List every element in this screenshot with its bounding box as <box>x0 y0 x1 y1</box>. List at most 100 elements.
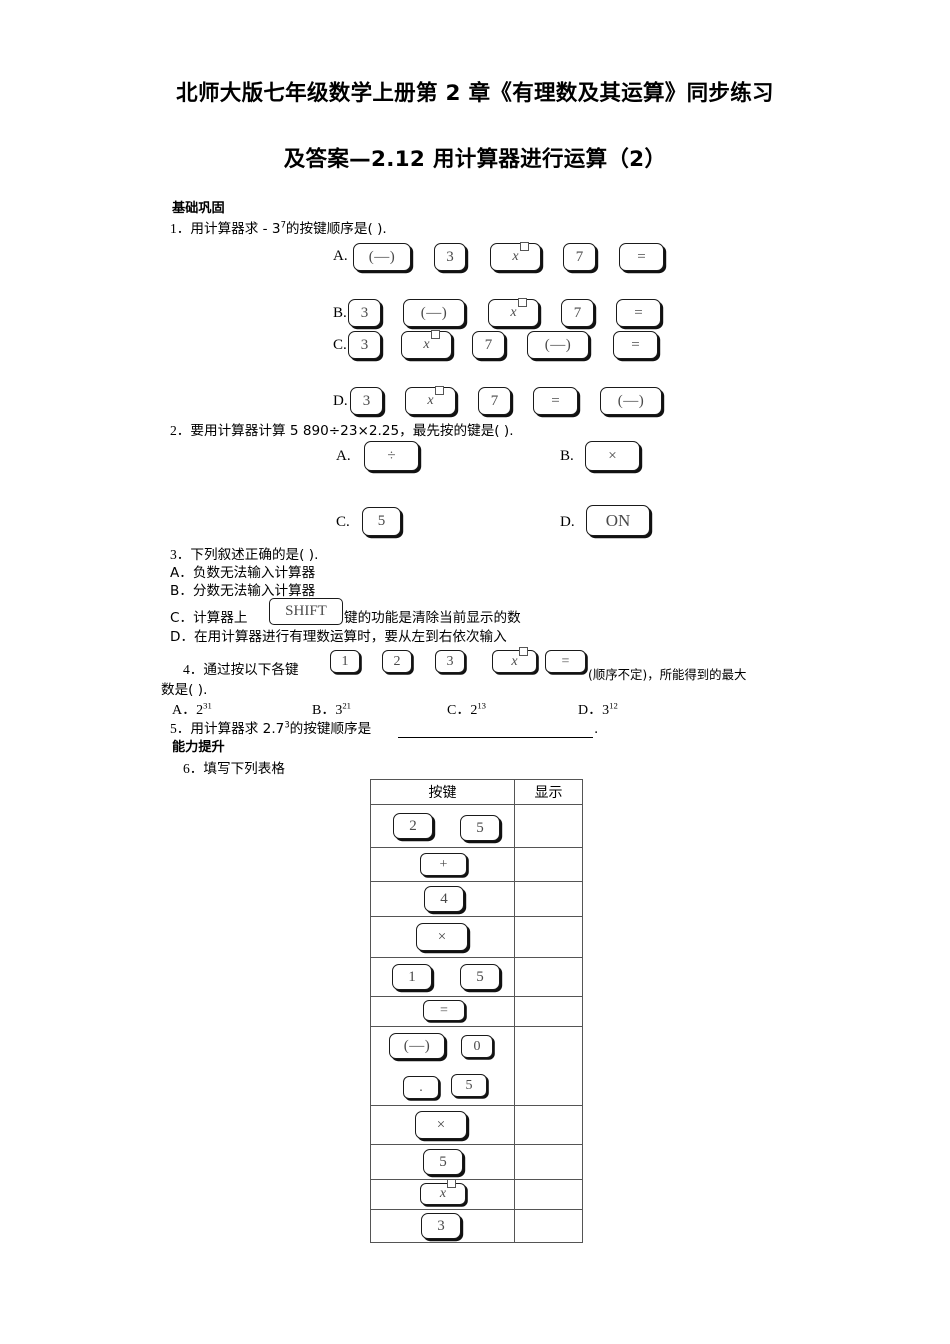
question-3-number: 3． <box>170 547 191 562</box>
key-plus[interactable]: + <box>420 853 467 876</box>
section-heading-ability: 能力提升 <box>172 740 225 755</box>
key-equals[interactable]: = <box>533 387 578 415</box>
key-power[interactable]: x <box>405 386 456 415</box>
table-cell-display[interactable] <box>514 1179 583 1210</box>
question-3-stem: 3．下列叙述正确的是( ). <box>170 547 319 563</box>
question-5-stem-sup: 3 <box>284 719 290 730</box>
question-1-option-c-letter: C. <box>333 337 347 353</box>
table-cell-keys: 3 <box>370 1209 515 1243</box>
key-4[interactable]: 4 <box>424 886 464 912</box>
table-cell-keys: (—) 0 . 5 <box>370 1026 515 1106</box>
question-4-option-a-base: 2 <box>196 703 204 718</box>
key-7[interactable]: 7 <box>478 387 511 415</box>
table-cell-keys: × <box>370 1105 515 1145</box>
table-row: (—) 0 . 5 <box>370 1026 583 1106</box>
key-3[interactable]: 3 <box>421 1213 461 1239</box>
key-multiply[interactable]: × <box>416 923 468 951</box>
question-4-option-d-exp: 12 <box>609 700 618 711</box>
table-cell-display[interactable] <box>514 916 583 958</box>
question-4-option-a: A．231 <box>172 701 212 719</box>
key-3[interactable]: 3 <box>348 299 381 327</box>
key-1[interactable]: 1 <box>330 650 360 673</box>
question-1-number: 1． <box>170 221 191 236</box>
question-5-number: 5． <box>170 721 191 736</box>
key-5[interactable]: 5 <box>423 1149 463 1175</box>
key-7[interactable]: 7 <box>563 243 596 271</box>
key-power[interactable]: x <box>490 242 541 271</box>
key-negate[interactable]: (—) <box>389 1033 445 1059</box>
table-cell-keys: 5 <box>370 1144 515 1180</box>
key-0[interactable]: 0 <box>461 1035 493 1058</box>
page-title-line1: 北师大版七年级数学上册第 2 章《有理数及其运算》同步练习 <box>176 81 774 106</box>
table-cell-display[interactable] <box>514 1026 583 1106</box>
question-4-stem-line1: 4．通过按以下各键 <box>183 662 299 677</box>
key-divide[interactable]: ÷ <box>364 441 419 471</box>
key-3[interactable]: 3 <box>434 243 466 271</box>
key-negate[interactable]: (—) <box>403 299 465 327</box>
table-row: 3 <box>370 1209 583 1243</box>
question-6-stem: 6．填写下列表格 <box>183 761 285 777</box>
key-negate[interactable]: (—) <box>600 387 662 415</box>
key-on[interactable]: ON <box>586 505 650 536</box>
table-cell-display[interactable] <box>514 881 583 917</box>
table-cell-display[interactable] <box>514 1209 583 1243</box>
key-7[interactable]: 7 <box>472 331 505 359</box>
table-row: 5 <box>370 1144 583 1180</box>
key-power[interactable]: x <box>492 646 537 673</box>
question-3-stem-text: 下列叙述正确的是( ). <box>190 547 319 563</box>
question-1-stem-after: 的按键顺序是( ). <box>285 221 387 237</box>
question-4-option-c-letter: C． <box>447 703 471 718</box>
question-2-number: 2． <box>170 423 191 438</box>
key-negate[interactable]: (—) <box>353 243 411 271</box>
key-power[interactable]: x <box>401 330 452 359</box>
key-multiply[interactable]: × <box>415 1111 467 1139</box>
table-header-row: 按键 显示 <box>370 779 583 805</box>
table-cell-keys: x <box>370 1179 515 1210</box>
key-equals[interactable]: = <box>423 1000 465 1021</box>
key-shift[interactable]: SHIFT <box>269 598 343 625</box>
key-3[interactable]: 3 <box>435 650 465 673</box>
question-5-answer-blank[interactable] <box>398 737 593 738</box>
key-7[interactable]: 7 <box>561 299 594 327</box>
key-1[interactable]: 1 <box>392 964 432 990</box>
key-5[interactable]: 5 <box>460 815 500 841</box>
key-3[interactable]: 3 <box>350 387 383 415</box>
key-2[interactable]: 2 <box>382 650 412 673</box>
question-4-option-d-base: 3 <box>602 703 610 718</box>
table-cell-display[interactable] <box>514 957 583 997</box>
table-cell-display[interactable] <box>514 804 583 848</box>
table-cell-display[interactable] <box>514 1105 583 1145</box>
question-4-option-d-letter: D． <box>578 703 603 718</box>
key-2[interactable]: 2 <box>393 813 433 839</box>
question-3-option-c-before: C．计算器上 <box>170 610 248 626</box>
table-cell-display[interactable] <box>514 996 583 1027</box>
table-header-display: 显示 <box>514 779 583 805</box>
question-4-option-c: C．213 <box>447 701 486 719</box>
key-power[interactable]: x <box>488 298 539 327</box>
question-3-option-a: A．负数无法输入计算器 <box>170 565 316 581</box>
table-cell-display[interactable] <box>514 1144 583 1180</box>
question-6-stem-text: 填写下列表格 <box>203 761 285 777</box>
key-power[interactable]: x <box>420 1179 466 1205</box>
key-equals[interactable]: = <box>619 243 664 271</box>
table-cell-display[interactable] <box>514 847 583 882</box>
question-4-option-a-letter: A． <box>172 703 197 718</box>
key-5[interactable]: 5 <box>451 1074 487 1097</box>
question-4-option-c-exp: 13 <box>477 700 487 711</box>
key-5[interactable]: 5 <box>460 964 500 990</box>
key-equals[interactable]: = <box>613 331 658 359</box>
key-equals[interactable]: = <box>616 299 661 327</box>
key-negate[interactable]: (—) <box>527 331 589 359</box>
table-row: + <box>370 847 583 882</box>
table-header-keys: 按键 <box>370 779 515 805</box>
table-row: 4 <box>370 881 583 917</box>
key-decimal-point[interactable]: . <box>403 1076 439 1099</box>
key-3[interactable]: 3 <box>348 331 381 359</box>
question-4-option-b-exp: 21 <box>342 700 352 711</box>
question-2-stem-text: 要用计算器计算 5 890÷23×2.25，最先按的键是( ). <box>190 423 514 439</box>
question-1-stem-before: 用计算器求 - 3 <box>190 221 281 237</box>
key-multiply[interactable]: × <box>585 441 640 471</box>
key-5[interactable]: 5 <box>362 507 401 536</box>
question-3-option-b: B．分数无法输入计算器 <box>170 583 316 599</box>
key-equals[interactable]: = <box>545 650 586 673</box>
